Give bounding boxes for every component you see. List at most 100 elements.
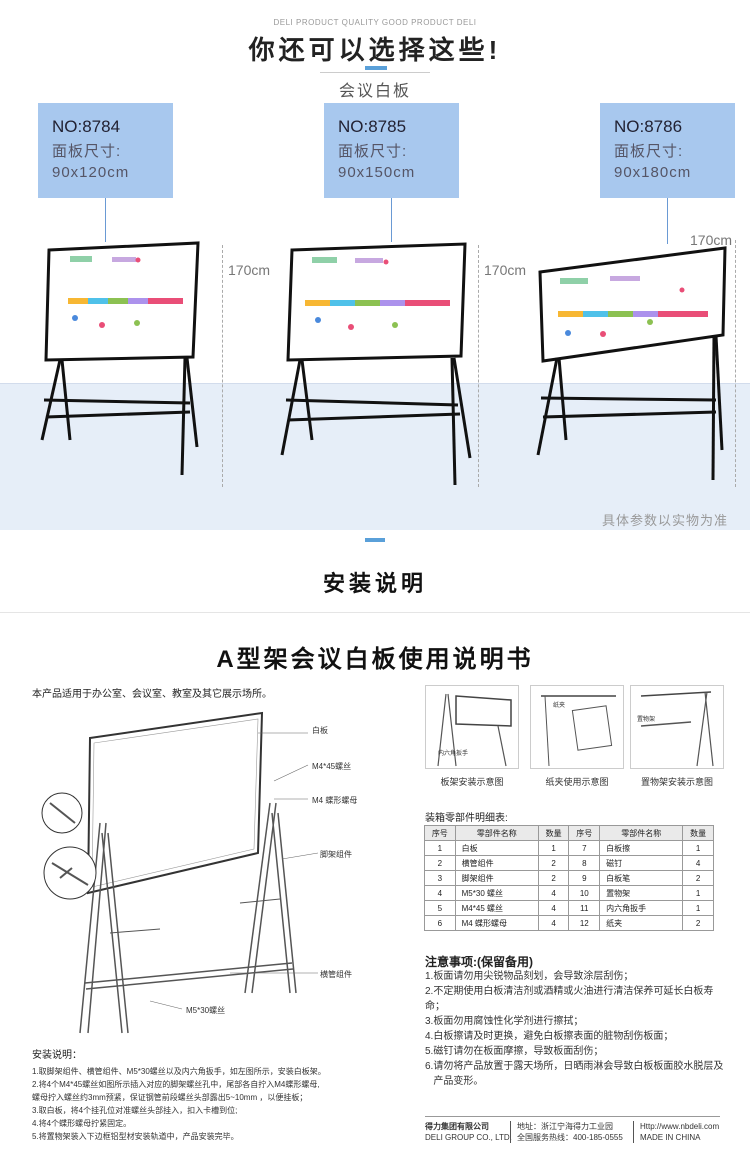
section-subtitle: 会议白板 bbox=[338, 83, 411, 100]
card-connector bbox=[667, 198, 668, 244]
table-cell: 4 bbox=[424, 885, 456, 901]
whiteboard-8784 bbox=[40, 241, 200, 476]
table-cell: 1 bbox=[682, 885, 714, 901]
table-cell: 6 bbox=[424, 915, 456, 931]
step-item: 2.将4个M4*45螺丝如图所示插入对应的脚架螺丝孔中，尾部各自拧入M4蝶形螺母… bbox=[32, 1080, 320, 1089]
label-screw-m5x30: M5*30螺丝 bbox=[186, 1006, 226, 1015]
manual-intro: 本产品适用于办公室、会议室、教室及其它展示场所。 bbox=[32, 689, 272, 700]
website-link[interactable]: Http://www.nbdeli.com bbox=[640, 1122, 720, 1131]
table-row: 1 白板 1 7 白板擦 1 bbox=[424, 840, 714, 856]
table-cell: 4 bbox=[537, 900, 570, 916]
note-item: 4.白板擦请及时更换，避免白板擦表面的脏物刮伤板面； bbox=[425, 1031, 674, 1042]
table-cell: 11 bbox=[568, 900, 601, 916]
section-accent-bar bbox=[365, 538, 385, 542]
company-name-cn: 得力集团有限公司 bbox=[425, 1122, 489, 1131]
thumb-stand-install: 内六角扳手 bbox=[425, 685, 519, 769]
floor-background bbox=[0, 383, 750, 530]
height-indicator-line bbox=[735, 240, 736, 487]
col-header: 数量 bbox=[682, 825, 714, 841]
table-row: 2 横管组件 2 8 磁钉 4 bbox=[424, 855, 714, 871]
panel-size-label: 面板尺寸: bbox=[614, 143, 684, 160]
note-item: 产品变形。 bbox=[425, 1076, 484, 1087]
table-cell: 2 bbox=[682, 915, 714, 931]
notes-list: 1.板面请勿用尖锐物品刻划，会导致涂层刮伤； 2.不定期使用白板清洁剂或酒精或火… bbox=[425, 969, 725, 1089]
table-cell: 1 bbox=[682, 900, 714, 916]
table-cell: M5*30 螺丝 bbox=[454, 885, 539, 901]
card-connector bbox=[105, 198, 106, 242]
col-header: 序号 bbox=[568, 825, 601, 841]
product-card-8785: NO:8785 面板尺寸: 90x150cm bbox=[324, 103, 459, 198]
product-card-8784: NO:8784 面板尺寸: 90x120cm bbox=[38, 103, 173, 198]
parts-table-title: 装箱零部件明细表: bbox=[425, 813, 508, 824]
assembly-diagram bbox=[41, 711, 319, 1034]
table-cell: 1 bbox=[682, 840, 714, 856]
table-row: 6 M4 蝶形螺母 4 12 纸夹 2 bbox=[424, 915, 714, 931]
footer-company: 得力集团有限公司 DELI GROUP CO., LTD. bbox=[425, 1121, 512, 1143]
table-cell: 4 bbox=[682, 855, 714, 871]
label-screw-m4x45: M4*45螺丝 bbox=[312, 762, 352, 771]
note-item: 3.板面勿用腐蚀性化学剂进行擦拭； bbox=[425, 1016, 584, 1027]
note-item: 2.不定期使用白板清洁剂或酒精或火油进行清洁保养可延长白板寿命； bbox=[425, 986, 714, 1012]
table-cell: 10 bbox=[568, 885, 601, 901]
table-cell: 5 bbox=[424, 900, 456, 916]
title-accent-bar bbox=[365, 66, 387, 70]
thumb-paper-clip: 纸夹 bbox=[530, 685, 624, 769]
step-item: 4.将4个蝶形螺母拧紧固定。 bbox=[32, 1119, 132, 1128]
table-cell: 脚架组件 bbox=[454, 870, 539, 886]
panel-size-value: 90x120cm bbox=[52, 164, 130, 181]
product-card-8786: NO:8786 面板尺寸: 90x180cm bbox=[600, 103, 735, 198]
table-cell: M4*45 螺丝 bbox=[454, 900, 539, 916]
footer-separator bbox=[633, 1121, 634, 1143]
label-crossbar: 横管组件 bbox=[320, 970, 352, 979]
col-header: 数量 bbox=[537, 825, 570, 841]
note-item: 1.板面请勿用尖锐物品刻划，会导致涂层刮伤； bbox=[425, 971, 634, 982]
thumb-caption: 置物架安装示意图 bbox=[640, 777, 713, 787]
table-cell: M4 蝶形螺母 bbox=[454, 915, 539, 931]
whiteboard-8786 bbox=[536, 246, 727, 481]
height-indicator-line bbox=[222, 245, 223, 487]
table-cell: 8 bbox=[568, 855, 601, 871]
table-cell: 磁钉 bbox=[599, 855, 684, 871]
table-cell: 2 bbox=[537, 855, 570, 871]
disclaimer-text: 具体参数以实物为准 bbox=[601, 513, 728, 528]
install-steps: 1.取脚架组件、横管组件、M5*30螺丝以及内六角扳手，如左图所示，安装白板架。… bbox=[32, 1065, 402, 1143]
label-board: 白板 bbox=[312, 726, 328, 735]
step-item: 3.取白板，将4个挂孔位对准螺丝头部挂入，扣入卡槽到位; bbox=[32, 1106, 238, 1115]
thumb-inner-label: 纸夹 bbox=[553, 703, 566, 709]
footer-contact: 地址：浙江宁海得力工业园 全国服务热线：400-185-0555 bbox=[517, 1121, 623, 1143]
whiteboard-8785 bbox=[280, 242, 472, 486]
col-header: 零部件名称 bbox=[599, 825, 684, 841]
thumb-caption: 纸夹使用示意图 bbox=[545, 777, 609, 787]
steps-title: 安装说明： bbox=[32, 1050, 82, 1061]
paper-clip-drawing bbox=[541, 695, 616, 767]
made-in-label: MADE IN CHINA bbox=[640, 1133, 701, 1142]
footer-web: Http://www.nbdeli.com MADE IN CHINA bbox=[640, 1121, 719, 1143]
stand-install-drawing bbox=[437, 693, 512, 767]
table-cell: 1 bbox=[424, 840, 456, 856]
manual-title: A型架会议白板使用说明书 bbox=[216, 646, 534, 673]
company-name-en: DELI GROUP CO., LTD. bbox=[425, 1133, 512, 1142]
col-header: 零部件名称 bbox=[454, 825, 539, 841]
step-item: 1.取脚架组件、横管组件、M5*30螺丝以及内六角扳手，如左图所示，安装白板架。 bbox=[32, 1067, 326, 1076]
shelf-install-drawing bbox=[640, 691, 714, 767]
table-cell: 白板 bbox=[454, 840, 539, 856]
table-cell: 7 bbox=[568, 840, 601, 856]
table-cell: 置物架 bbox=[599, 885, 684, 901]
col-header: 序号 bbox=[424, 825, 456, 841]
height-label: 170cm bbox=[690, 232, 733, 248]
panel-size-label: 面板尺寸: bbox=[52, 143, 122, 160]
panel-size-value: 90x180cm bbox=[614, 164, 692, 181]
panel-size-label: 面板尺寸: bbox=[338, 143, 408, 160]
note-item: 5.磁钉请勿在板面摩擦，导致板面刮伤； bbox=[425, 1046, 604, 1057]
table-cell: 纸夹 bbox=[599, 915, 684, 931]
table-cell: 4 bbox=[537, 885, 570, 901]
table-cell: 3 bbox=[424, 870, 456, 886]
table-cell: 4 bbox=[537, 915, 570, 931]
table-cell: 9 bbox=[568, 870, 601, 886]
thumb-inner-label: 内六角扳手 bbox=[438, 751, 469, 757]
table-cell: 横管组件 bbox=[454, 855, 539, 871]
height-label: 170cm bbox=[484, 262, 527, 278]
table-cell: 2 bbox=[682, 870, 714, 886]
table-cell: 白板笔 bbox=[599, 870, 684, 886]
footer-separator bbox=[510, 1121, 511, 1143]
